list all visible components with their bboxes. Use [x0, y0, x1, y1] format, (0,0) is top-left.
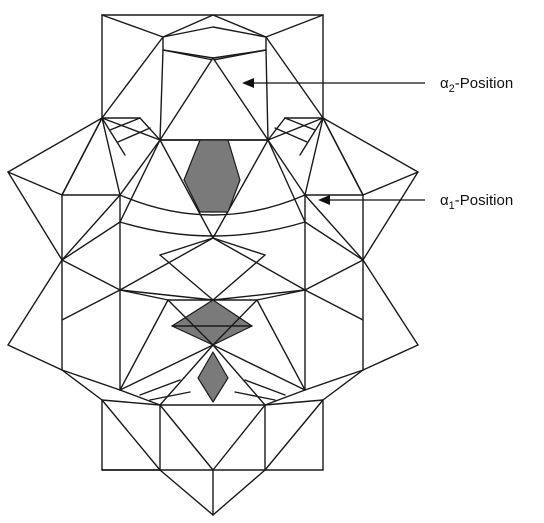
top-cap-polyhedra [102, 15, 323, 155]
alpha1-label: α1-Position [440, 192, 513, 212]
alpha2-annotation: α2-Position [242, 75, 513, 95]
alpha2-label: α2-Position [440, 75, 513, 95]
shaded-octahedron-middle [172, 300, 252, 345]
shaded-octahedron-lower [198, 352, 228, 402]
alpha2-octahedron [160, 58, 268, 140]
alpha1-arrowhead [318, 195, 330, 205]
alpha2-arrowhead [242, 78, 254, 88]
